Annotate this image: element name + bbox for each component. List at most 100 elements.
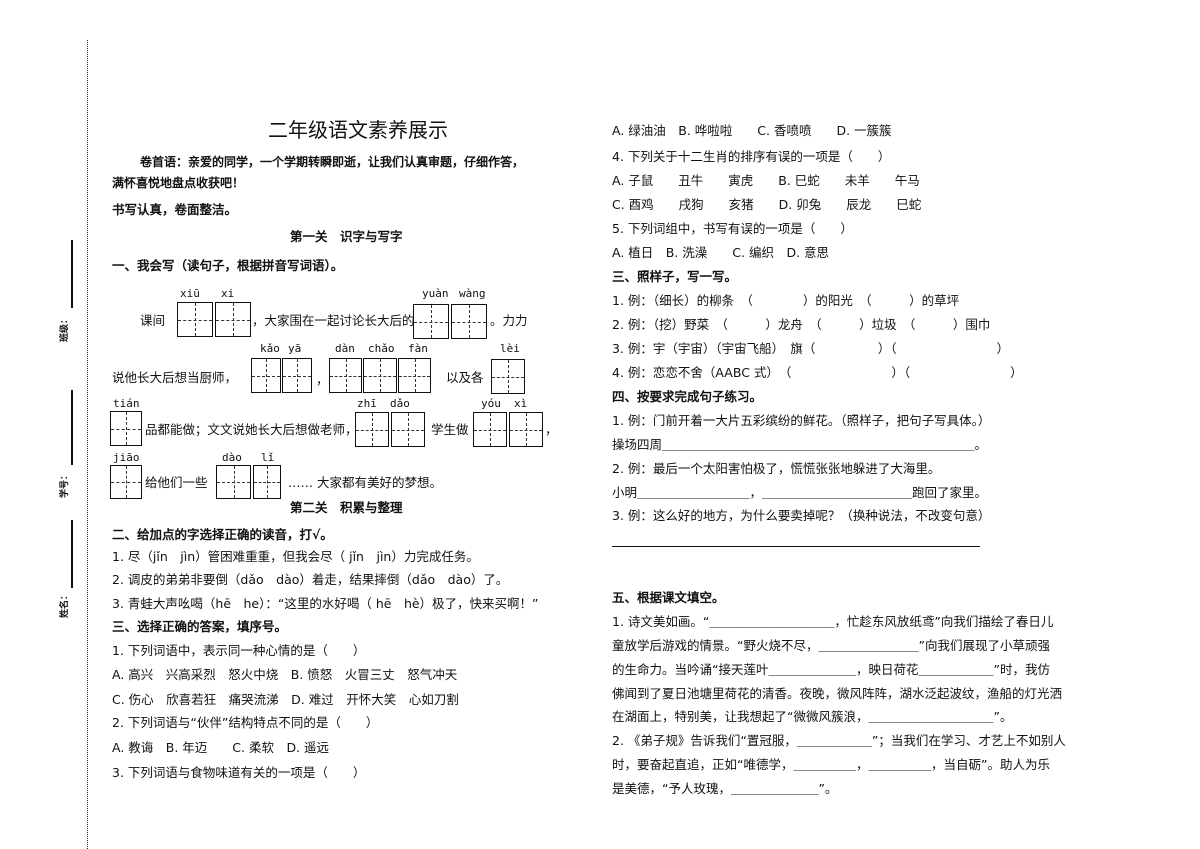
writing-box[interactable] [451, 304, 487, 339]
question-heading: 三、选择正确的答案，填序号。 [112, 619, 288, 634]
writing-box[interactable] [491, 359, 525, 394]
part2-heading: 第二关 积累与整理 [290, 500, 403, 515]
pinyin: dào [222, 451, 242, 464]
question-item: A. 子鼠 丑牛 寅虎 B. 巳蛇 未羊 午马 [612, 173, 920, 188]
sentence-text: 学生做 [431, 422, 469, 437]
question-item: A. 教诲 B. 年迈 C. 柔软 D. 遥远 [112, 740, 330, 755]
question-item: 5. 下列词组中，书写有误的一项是（ ） [612, 221, 853, 236]
question-item: 1. 例：门前开着一大片五彩缤纷的鲜花。（照样子，把句子写具体。） [612, 413, 991, 428]
writing-box[interactable] [215, 302, 251, 337]
question-item: 2. 例：（挖）野菜 （ ）龙舟 （ ）垃圾 （ ）围巾 [612, 317, 991, 332]
pinyin: lèi [500, 342, 520, 355]
writing-box[interactable] [413, 304, 449, 339]
writing-box[interactable] [355, 412, 389, 447]
class-label: 班级： [60, 314, 71, 343]
question-heading: 一、我会写（读句子，根据拼音写词语）。 [112, 258, 344, 273]
fill-in-line: 在湖面上，特别美，让我想起了“微微风簇浪，＿＿＿＿＿＿＿＿＿＿”。 [612, 709, 1013, 724]
question-heading: 三、照样子，写一写。 [612, 269, 738, 284]
writing-box[interactable] [251, 358, 281, 393]
question-item: 3. 例：这么好的地方，为什么要卖掉呢？（换种说法，不改变句意） [612, 508, 991, 523]
question-item: 3. 下列词语与食物味道有关的一项是（ ） [112, 765, 366, 780]
sentence-text: ， [545, 422, 558, 437]
question-heading: 五、根据课文填空。 [612, 590, 725, 605]
writing-box[interactable] [216, 465, 251, 499]
sentence-text: 以及各 [446, 370, 484, 385]
pinyin: chǎo [368, 342, 395, 355]
question-heading: 四、按要求完成句子练习。 [612, 389, 763, 404]
writing-box[interactable] [110, 411, 142, 446]
pinyin: zhī [357, 397, 377, 410]
writing-box[interactable] [253, 465, 281, 499]
question-item: C. 伤心 欣喜若狂 痛哭流涕 D. 难过 开怀大笑 心如刀割 [112, 692, 459, 707]
pinyin: dǎo [390, 397, 410, 410]
writing-box[interactable] [329, 358, 362, 393]
answer-line[interactable] [612, 546, 980, 547]
student-id-label: 学号： [60, 470, 71, 499]
pinyin: lǐ [261, 451, 275, 464]
fill-in-line: 1. 诗文美如画。“＿＿＿＿＿＿＿＿＿＿，忙趁东风放纸鸢”向我们描绘了春日儿 [612, 614, 1054, 629]
fill-in-line: 的生命力。当吟诵“接天莲叶＿＿＿＿＿＿＿，映日荷花＿＿＿＿＿＿”时，我仿 [612, 662, 1050, 677]
pinyin: yuàn [422, 287, 449, 300]
pinyin: wàng [459, 287, 486, 300]
fill-in-line: 是美德，“予人玫瑰，＿＿＿＿＿＿＿”。 [612, 781, 838, 796]
question-item: 操场四周＿＿＿＿＿＿＿＿＿＿＿＿＿＿＿＿＿＿＿＿＿＿＿＿＿。 [612, 437, 988, 452]
sentence-text: …… 大家都有美好的梦想。 [288, 475, 442, 490]
sentence-text: 说他长大后想当厨师， [112, 370, 238, 385]
question-item: 3. 青蛙大声吆喝（hē he）：“这里的水好喝（ hē hè）极了，快来买啊！… [112, 596, 539, 611]
question-item: 1. 例：（细长）的柳条 （ ）的阳光 （ ）的草坪 [612, 293, 960, 308]
fill-in-line: 2. 《弟子规》告诉我们“置冠服，＿＿＿＿＿＿”；当我们在学习、才艺上不如别人 [612, 733, 1066, 748]
pinyin: jiāo [113, 451, 140, 464]
page-title: 二年级语文素养展示 [268, 118, 448, 142]
sentence-text: 。力力 [490, 313, 528, 328]
question-item: 1. 尽（jǐn jìn）管困难重重，但我会尽（ jǐn jìn）力完成任务。 [112, 549, 479, 564]
pinyin: xi [221, 287, 235, 300]
writing-box[interactable] [509, 412, 543, 447]
writing-box[interactable] [177, 302, 213, 337]
question-item: 3. 例：宇（宇宙）（宇宙飞船） 旗（ ）（ ） [612, 341, 1010, 356]
pinyin: dàn [335, 342, 355, 355]
pinyin: fàn [408, 342, 428, 355]
question-heading: 二、给加点的字选择正确的读音，打√。 [112, 527, 333, 542]
question-item: C. 酉鸡 戌狗 亥猪 D. 卯兔 辰龙 巳蛇 [612, 197, 922, 212]
question-item: 4. 例：恋恋不舍（AABC 式） （ ）（ ） [612, 365, 1023, 380]
intro-line: 卷首语：亲爱的同学，一个学期转瞬即逝，让我们认真审题，仔细作答， [140, 155, 525, 169]
fill-in-line: 佛闻到了夏日池塘里荷花的清香。夜晚，微风阵阵，湖水泛起波纹，渔船的灯光洒 [612, 686, 1063, 701]
question-item: A. 高兴 兴高采烈 怒火中烧 B. 愤怒 火冒三丈 怒气冲天 [112, 667, 458, 682]
question-item: 4. 下列关于十二生肖的排序有误的一项是（ ） [612, 149, 891, 164]
class-field-line[interactable] [71, 240, 73, 308]
sentence-text: 给他们一些 [145, 475, 208, 490]
binding-dotted-line [87, 40, 88, 849]
part1-heading: 第一关 识字与写字 [290, 229, 403, 244]
name-field-line[interactable] [71, 520, 73, 588]
sentence-text: ，大家围在一起讨论长大后的 [252, 313, 415, 328]
neatness-note: 书写认真，卷面整洁。 [112, 202, 238, 217]
question-item: 2. 调皮的弟弟非要倒（dǎo dào）着走，结果摔倒（dǎo dào）了。 [112, 572, 509, 587]
student-id-field-line[interactable] [71, 390, 73, 465]
writing-box[interactable] [110, 465, 142, 499]
pinyin: tián [113, 397, 140, 410]
sentence-text: ， [316, 372, 329, 387]
fill-in-line: 时，要奋起直追，正如“唯德学，＿＿＿＿＿，＿＿＿＿＿，当自砺”。助人为乐 [612, 757, 1050, 772]
question-item: 小明＿＿＿＿＿＿＿＿＿，＿＿＿＿＿＿＿＿＿＿＿＿跑回了家里。 [612, 485, 988, 500]
question-item: 2. 下列词语与“伙伴”结构特点不同的是（ ） [112, 715, 379, 730]
writing-box[interactable] [398, 358, 431, 393]
sentence-text: 品都能做；文文说她长大后想做老师， [145, 422, 358, 437]
writing-box[interactable] [282, 358, 312, 393]
writing-box[interactable] [363, 358, 397, 393]
writing-box[interactable] [391, 412, 425, 447]
fill-in-line: 童放学后游戏的情景。“野火烧不尽，＿＿＿＿＿＿＿＿”向我们展现了小草顽强 [612, 638, 1050, 653]
pinyin: xì [514, 397, 528, 410]
pinyin: kǎo [260, 342, 280, 355]
sentence-text: 课间 [140, 313, 166, 328]
writing-box[interactable] [473, 412, 507, 447]
question-item: 1. 下列词语中，表示同一种心情的是（ ） [112, 643, 366, 658]
name-label: 姓名： [60, 590, 71, 619]
question-item: A. 植日 B. 洗澡 C. 编织 D. 意思 [612, 245, 830, 260]
question-item: A. 绿油油 B. 哗啦啦 C. 香喷喷 D. 一簇簇 [612, 123, 892, 138]
pinyin: yā [288, 342, 302, 355]
pinyin: xiū [180, 287, 200, 300]
question-item: 2. 例：最后一个太阳害怕极了，慌慌张张地躲进了大海里。 [612, 461, 941, 476]
pinyin: yóu [481, 397, 501, 410]
intro-line: 满怀喜悦地盘点收获吧！ [112, 176, 245, 190]
